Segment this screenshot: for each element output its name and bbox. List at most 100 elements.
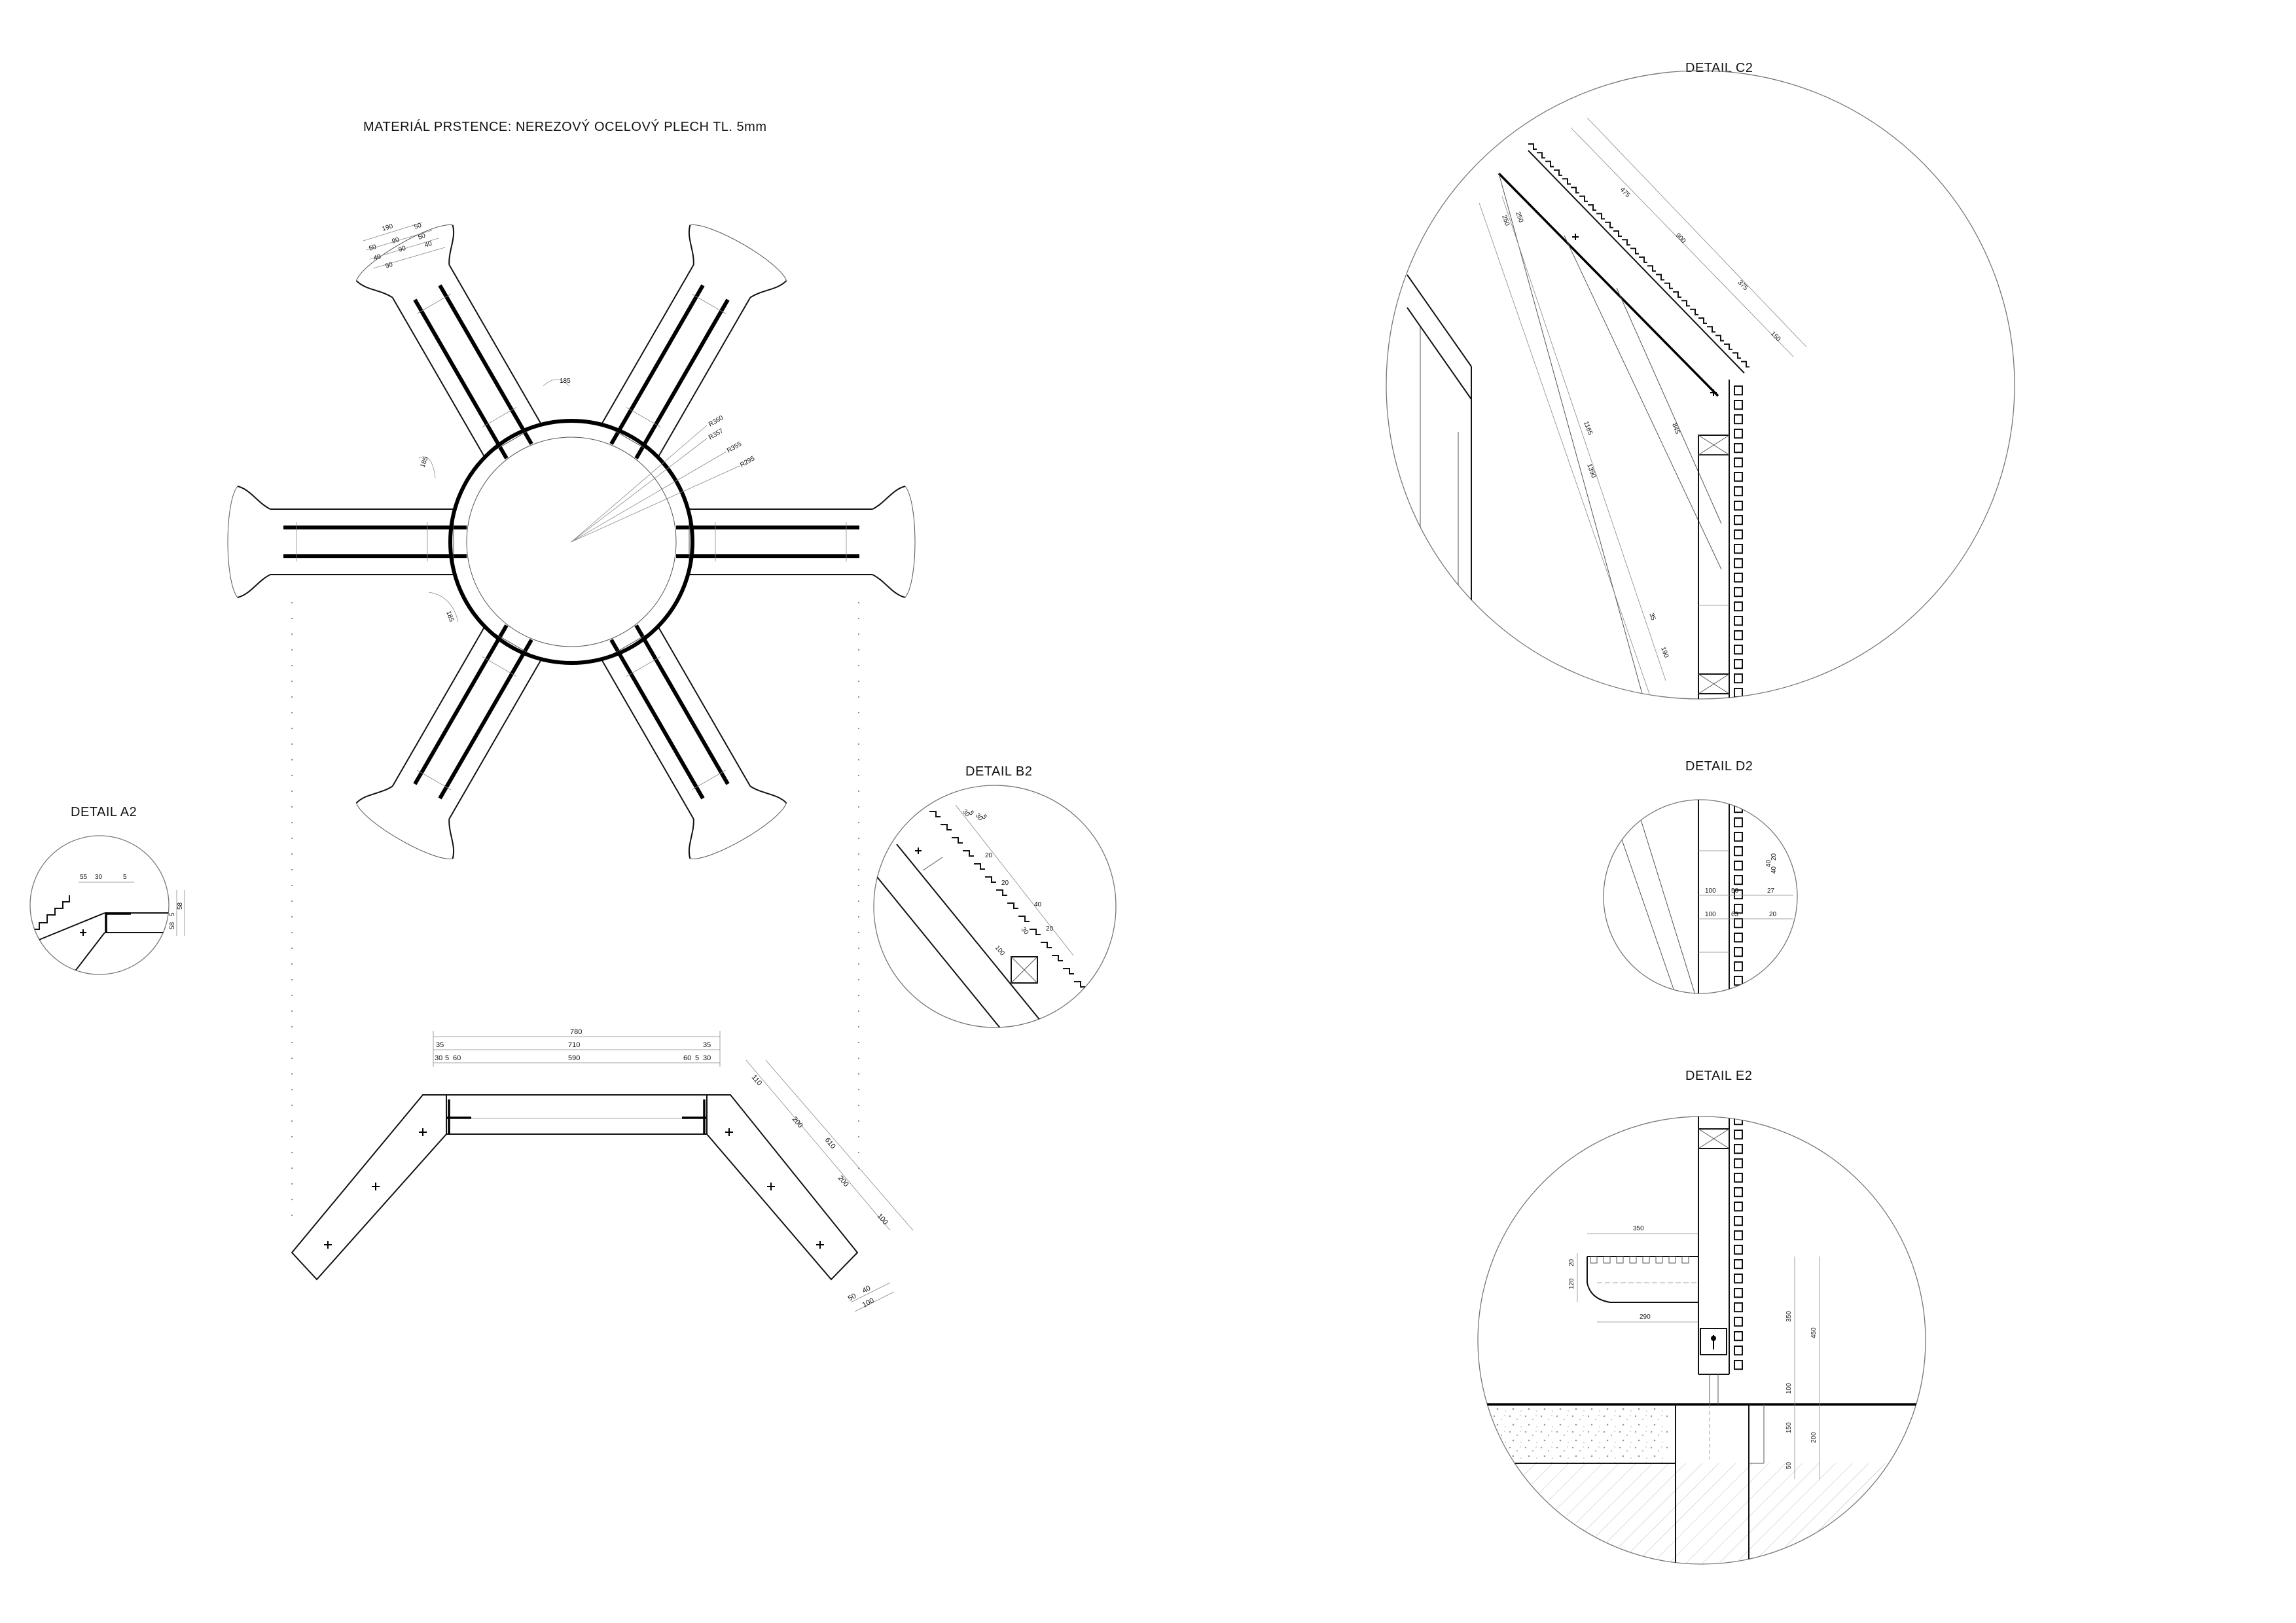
bench-slat bbox=[1616, 1256, 1624, 1264]
section-bottom-dim: 40 bbox=[861, 1284, 872, 1294]
b2-dim: 20 bbox=[1001, 880, 1009, 887]
tile bbox=[1734, 1288, 1743, 1298]
tile bbox=[1734, 630, 1743, 641]
a2-dim: 58 bbox=[177, 902, 184, 910]
tile bbox=[1734, 457, 1743, 468]
arm bbox=[355, 224, 542, 459]
b2-dim: 30 bbox=[1020, 926, 1030, 936]
a2-dim: 58 bbox=[169, 921, 176, 929]
tile bbox=[1734, 832, 1743, 842]
arm bbox=[601, 224, 787, 459]
tile bbox=[1734, 472, 1743, 482]
bench-slat bbox=[1655, 1256, 1663, 1264]
arm-dim: 40 bbox=[424, 240, 433, 249]
e2-dim: 120 bbox=[1568, 1278, 1575, 1289]
e2-dim: 350 bbox=[1633, 1225, 1644, 1232]
angle-dim: 185 bbox=[560, 378, 571, 385]
arm-dim: 50 bbox=[368, 243, 378, 253]
tile bbox=[1734, 429, 1743, 439]
b2-dim: 5 bbox=[980, 813, 988, 821]
tile bbox=[1734, 573, 1743, 583]
detail-b2: 30 5 30 5 20 20 40 20 100 30 bbox=[873, 785, 1117, 1028]
tile bbox=[1734, 1317, 1743, 1327]
tile bbox=[1734, 486, 1743, 497]
b2-dim: 100 bbox=[994, 944, 1006, 957]
tile bbox=[1734, 717, 1742, 726]
tile bbox=[1734, 1331, 1743, 1342]
section-dim: 5 bbox=[695, 1054, 699, 1062]
tile bbox=[1734, 976, 1743, 986]
section-dim: 710 bbox=[568, 1041, 580, 1049]
bench-slat bbox=[1642, 1256, 1650, 1264]
tile bbox=[1734, 501, 1743, 511]
tile bbox=[1734, 385, 1743, 396]
tile bbox=[1734, 1302, 1743, 1313]
tile bbox=[1734, 918, 1743, 929]
section-dim: 60 bbox=[683, 1054, 691, 1062]
tile bbox=[1734, 443, 1743, 454]
section-side-dim: 100 bbox=[876, 1212, 889, 1226]
tile bbox=[1734, 861, 1743, 871]
d2-dim: 40 bbox=[1765, 859, 1772, 867]
tile bbox=[1734, 400, 1743, 410]
c2-dim: 900 bbox=[1674, 232, 1687, 245]
radius-label: R295 bbox=[739, 455, 757, 469]
section-dim: 35 bbox=[436, 1041, 444, 1049]
b2-dim: 5 bbox=[967, 810, 975, 817]
section-bottom-dim: 50 bbox=[847, 1292, 857, 1302]
bench-slat bbox=[1590, 1256, 1598, 1264]
c2-dim: 250 bbox=[1514, 211, 1524, 224]
a2-dim: 30 bbox=[95, 874, 103, 881]
outer-ring bbox=[448, 419, 694, 665]
d2-dim: 20 bbox=[1769, 911, 1777, 918]
detail-a2: 55 30 5 58 5 58 bbox=[29, 835, 185, 975]
section-dim: 590 bbox=[568, 1054, 580, 1062]
radius-label: R355 bbox=[726, 440, 744, 455]
tile bbox=[1734, 1187, 1743, 1198]
e2-dim: 200 bbox=[1810, 1432, 1818, 1443]
d2-dim: 100 bbox=[1705, 911, 1716, 918]
tile bbox=[1734, 1274, 1743, 1284]
detail-d2-title: DETAIL D2 bbox=[1685, 759, 1753, 774]
d2-dim: 40 bbox=[1770, 866, 1778, 874]
c2-dim: 1165 bbox=[1582, 420, 1594, 436]
section-dim: 5 bbox=[445, 1054, 449, 1062]
a2-dim: 5 bbox=[169, 912, 176, 916]
radius-label: R360 bbox=[708, 414, 725, 429]
detail-b2-title: DETAIL B2 bbox=[965, 764, 1032, 779]
section-view: 780 35 710 35 30 5 60 590 60 5 30 110 20… bbox=[291, 1028, 914, 1312]
tile bbox=[1734, 889, 1743, 900]
tile bbox=[1734, 616, 1743, 626]
e2-dim: 100 bbox=[1785, 1383, 1793, 1394]
tile bbox=[1734, 1173, 1743, 1183]
e2-dim: 50 bbox=[1785, 1461, 1793, 1469]
detail-e2-title: DETAIL E2 bbox=[1685, 1069, 1752, 1083]
e2-dim: 150 bbox=[1785, 1422, 1793, 1433]
radius-label: R357 bbox=[708, 427, 725, 442]
c2-dim: 375 bbox=[1736, 279, 1749, 292]
b2-dim: 40 bbox=[1034, 901, 1042, 908]
tile bbox=[1734, 1216, 1743, 1226]
inner-ring bbox=[466, 437, 677, 647]
arm-dim: 190 bbox=[382, 223, 395, 233]
tile bbox=[1734, 515, 1743, 526]
arm-dim: 90 bbox=[391, 236, 401, 245]
tile bbox=[1734, 1360, 1743, 1370]
section-dim: 35 bbox=[703, 1041, 711, 1049]
b2-dim: 20 bbox=[985, 852, 993, 859]
tile bbox=[1734, 817, 1743, 828]
tile bbox=[1734, 587, 1743, 597]
tile bbox=[1734, 875, 1743, 885]
arm-dim: 50 bbox=[414, 222, 423, 231]
section-side-dim: 110 bbox=[750, 1073, 763, 1087]
section-side-dim: 200 bbox=[791, 1115, 804, 1130]
detail-a2-title: DETAIL A2 bbox=[71, 805, 137, 819]
arm bbox=[676, 486, 916, 598]
arm-dim: 90 bbox=[398, 245, 407, 254]
e2-dim: 290 bbox=[1640, 1313, 1651, 1321]
tile bbox=[1734, 1230, 1743, 1241]
bench-slat bbox=[1603, 1256, 1611, 1264]
e2-dim: 350 bbox=[1785, 1311, 1793, 1322]
detail-c2: 475 900 375 150 250 250 845 1165 1390 35… bbox=[1386, 70, 2015, 726]
